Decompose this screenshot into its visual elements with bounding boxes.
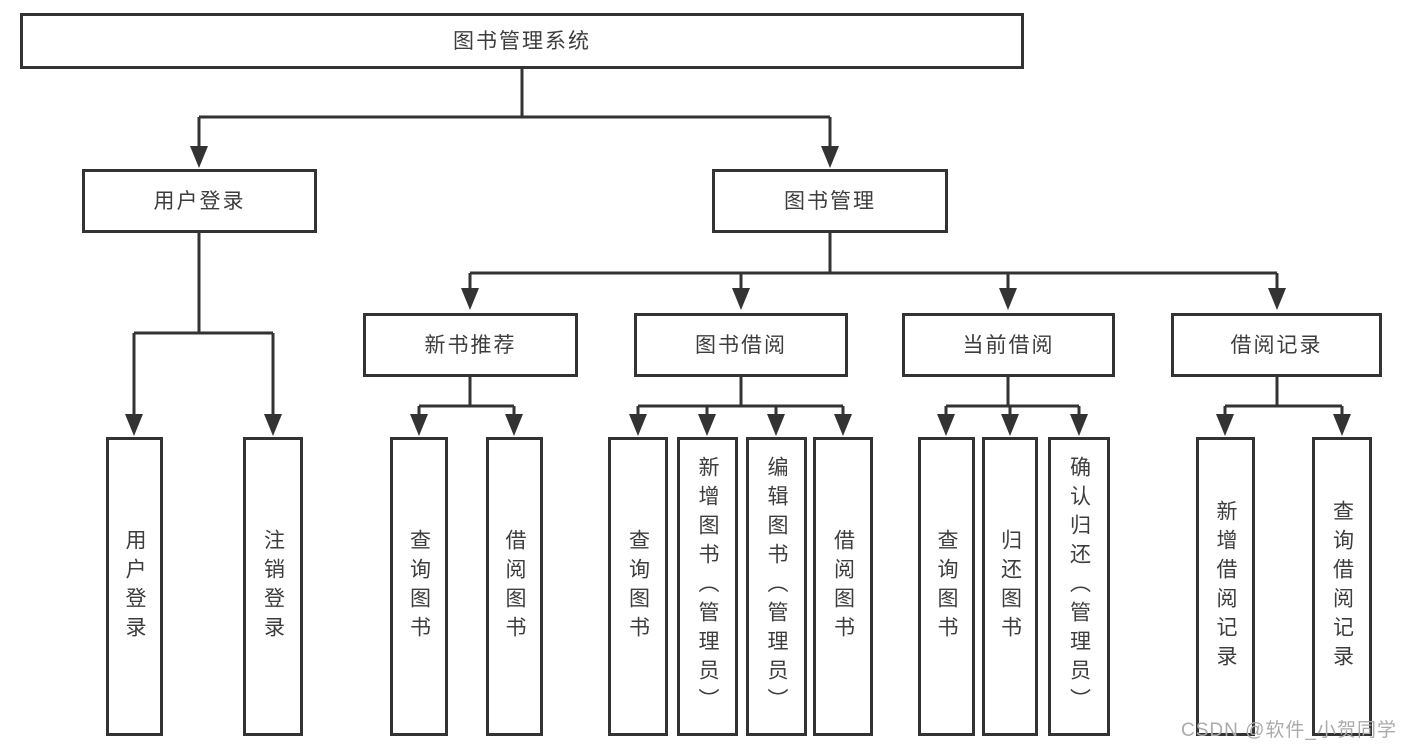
node-leaf-br-query-record: 查询借阅记录 (1312, 437, 1372, 736)
connector-current-borrow-to-leaves (937, 377, 1088, 436)
node-leaf-cb-return-books: 归还图书 (982, 437, 1038, 736)
node-book-borrow: 图书借阅 (634, 313, 848, 377)
node-book-borrow-label: 图书借阅 (695, 333, 787, 357)
node-leaf-bb-edit-books-admin-label: 编辑图书（管理员） (765, 456, 788, 717)
node-leaf-cb-return-books-label: 归还图书 (998, 528, 1022, 645)
connector-new-book-recommend-to-leaves (410, 377, 523, 436)
node-leaf-cb-confirm-return-admin: 确认归还（管理员） (1048, 437, 1110, 736)
node-leaf-user-login-label: 用户登录 (123, 528, 146, 645)
node-leaf-bb-edit-books-admin: 编辑图书（管理员） (746, 437, 807, 736)
connector-borrow-record-to-leaves (1216, 377, 1351, 436)
node-leaf-logout: 注销登录 (243, 437, 303, 736)
node-user-login-label: 用户登录 (153, 189, 246, 213)
node-root: 图书管理系统 (20, 13, 1024, 69)
node-leaf-br-query-record-label: 查询借阅记录 (1330, 499, 1354, 674)
node-new-book-recommend-label: 新书推荐 (424, 333, 517, 357)
node-leaf-bb-borrow-books: 借阅图书 (813, 437, 873, 736)
node-current-borrow-label: 当前借阅 (962, 333, 1055, 357)
node-leaf-bb-query-books-label: 查询图书 (626, 528, 650, 645)
node-leaf-bb-add-books-admin-label: 新增图书（管理员） (696, 456, 719, 717)
node-leaf-br-add-record: 新增借阅记录 (1196, 437, 1255, 736)
node-leaf-nb-query-books: 查询图书 (390, 437, 448, 736)
node-leaf-nb-borrow-books-label: 借阅图书 (503, 528, 526, 645)
node-borrow-record-label: 借阅记录 (1230, 333, 1323, 357)
node-leaf-nb-query-books-label: 查询图书 (407, 528, 431, 645)
connector-book-borrow-to-leaves (629, 377, 852, 436)
node-borrow-record: 借阅记录 (1171, 313, 1382, 377)
node-leaf-bb-query-books: 查询图书 (608, 437, 668, 736)
node-book-management: 图书管理 (712, 169, 948, 233)
connector-book-management-to-level3 (461, 233, 1286, 310)
node-leaf-nb-borrow-books: 借阅图书 (486, 437, 543, 736)
watermark: CSDN @软件_小贺同学 (1181, 720, 1397, 741)
node-leaf-logout-label: 注销登录 (261, 528, 285, 645)
node-user-login: 用户登录 (82, 169, 317, 233)
node-new-book-recommend: 新书推荐 (363, 313, 578, 377)
node-book-management-label: 图书管理 (784, 189, 876, 213)
connector-root-to-level2 (190, 69, 839, 168)
node-leaf-user-login: 用户登录 (106, 437, 163, 736)
node-current-borrow: 当前借阅 (902, 313, 1115, 377)
node-leaf-cb-confirm-return-admin-label: 确认归还（管理员） (1067, 456, 1091, 717)
node-leaf-bb-borrow-books-label: 借阅图书 (831, 528, 855, 645)
node-leaf-cb-query-books-label: 查询图书 (935, 528, 958, 645)
node-leaf-br-add-record-label: 新增借阅记录 (1214, 499, 1237, 674)
connector-user-login-to-leaves (125, 233, 282, 436)
node-leaf-bb-add-books-admin: 新增图书（管理员） (677, 437, 738, 736)
node-leaf-cb-query-books: 查询图书 (918, 437, 975, 736)
node-root-label: 图书管理系统 (453, 29, 591, 53)
